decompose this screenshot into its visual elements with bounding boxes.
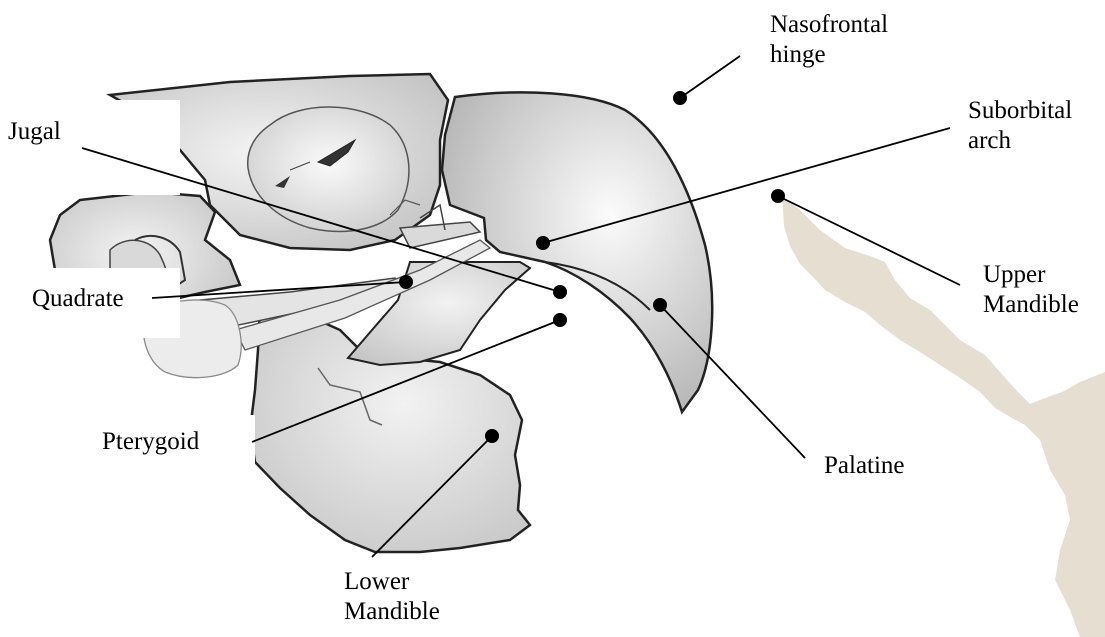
label-upper-mandible: Upper Mandible (983, 260, 1079, 320)
label-quadrate: Quadrate (32, 284, 124, 314)
dot-quadrate (399, 275, 413, 289)
label-jugal: Jugal (8, 117, 61, 147)
label-pterygoid-line1: Pterygoid (102, 427, 199, 457)
label-suborbital-arch-line1: Suborbital (968, 96, 1072, 126)
dot-upper-mandible (771, 189, 785, 203)
label-lower-mandible-line2: Mandible (344, 597, 440, 627)
label-upper-mandible-line2: Mandible (983, 290, 1079, 320)
label-palatine-line1: Palatine (824, 451, 905, 481)
label-lower-mandible-line1: Lower (344, 567, 440, 597)
dot-palatine (653, 298, 667, 312)
label-upper-mandible-line1: Upper (983, 260, 1079, 290)
label-quadrate-line1: Quadrate (32, 284, 124, 314)
dot-jugal (553, 285, 567, 299)
label-lower-mandible: Lower Mandible (344, 567, 440, 627)
dot-nasofrontal-hinge (673, 91, 687, 105)
dot-pterygoid (553, 313, 567, 327)
label-palatine: Palatine (824, 451, 905, 481)
label-suborbital-arch-line2: arch (968, 126, 1072, 156)
label-pterygoid: Pterygoid (102, 427, 199, 457)
label-nasofrontal-hinge: Nasofrontal hinge (770, 10, 888, 70)
label-jugal-line1: Jugal (8, 117, 61, 147)
dot-lower-mandible (485, 429, 499, 443)
label-suborbital-arch: Suborbital arch (968, 96, 1072, 156)
label-nasofrontal-hinge-line1: Nasofrontal (770, 10, 888, 40)
dot-suborbital-arch (536, 236, 550, 250)
label-nasofrontal-hinge-line2: hinge (770, 40, 888, 70)
leader-nasofrontal-hinge (680, 56, 740, 98)
